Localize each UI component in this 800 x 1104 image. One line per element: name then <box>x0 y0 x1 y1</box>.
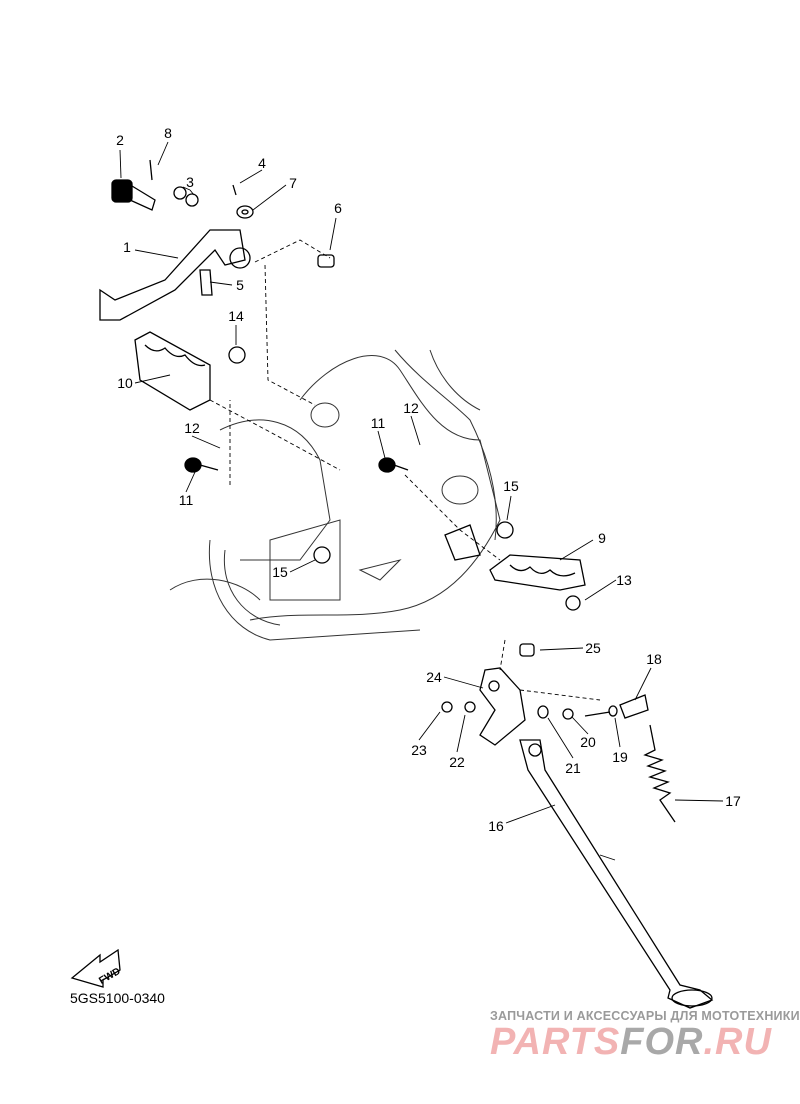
callout-8: 8 <box>164 125 172 141</box>
callout-6: 6 <box>334 200 342 216</box>
callout-14: 14 <box>228 308 244 324</box>
callout-7: 7 <box>289 175 297 191</box>
brake-pedal <box>99 229 251 321</box>
callout-19: 19 <box>612 749 628 765</box>
sidestand <box>519 739 714 1009</box>
dashed-lines <box>209 239 601 701</box>
callout-12a: 12 <box>403 400 419 416</box>
footrest-right <box>444 524 586 591</box>
callout-4: 4 <box>258 155 266 171</box>
footrest-left <box>134 331 211 411</box>
callout-13: 13 <box>616 572 632 588</box>
callout-9: 9 <box>598 530 606 546</box>
watermark-subtitle: ЗАПЧАСТИ И АКСЕССУАРЫ ДЛЯ МОТОТЕХНИКИ <box>490 1009 800 1023</box>
callout-15a: 15 <box>503 478 519 494</box>
callout-10: 10 <box>117 375 133 391</box>
watermark-brand-2: FOR <box>620 1021 704 1063</box>
small-parts <box>149 159 581 611</box>
callout-23: 23 <box>411 742 427 758</box>
callout-1: 1 <box>123 239 131 255</box>
callout-15b: 15 <box>272 564 288 580</box>
callout-18: 18 <box>646 651 662 667</box>
diagram-code: 5GS5100-0340 <box>70 990 165 1006</box>
callout-12b: 12 <box>184 420 200 436</box>
callout-20: 20 <box>580 734 596 750</box>
callout-2: 2 <box>116 132 124 148</box>
frame-outline <box>169 349 501 641</box>
callout-25: 25 <box>585 640 601 656</box>
callout-24: 24 <box>426 669 442 685</box>
watermark-brand-3: .RU <box>703 1021 772 1063</box>
callout-11b: 11 <box>178 492 194 508</box>
callout-21: 21 <box>565 760 581 776</box>
watermark-logo: PARTSFOR.RU <box>490 1022 772 1062</box>
callout-3: 3 <box>186 174 194 190</box>
fwd-arrow-icon <box>70 948 121 988</box>
sidestand-spring <box>643 724 676 823</box>
pivot-bolt <box>111 179 156 211</box>
callout-5: 5 <box>236 277 244 293</box>
callout-17: 17 <box>725 793 741 809</box>
callout-11a: 11 <box>370 415 386 431</box>
callout-16: 16 <box>488 818 504 834</box>
sidestand-bracket <box>441 643 649 746</box>
callout-22: 22 <box>449 754 465 770</box>
leader-lines <box>119 141 724 861</box>
watermark-brand-1: PARTS <box>490 1021 621 1063</box>
